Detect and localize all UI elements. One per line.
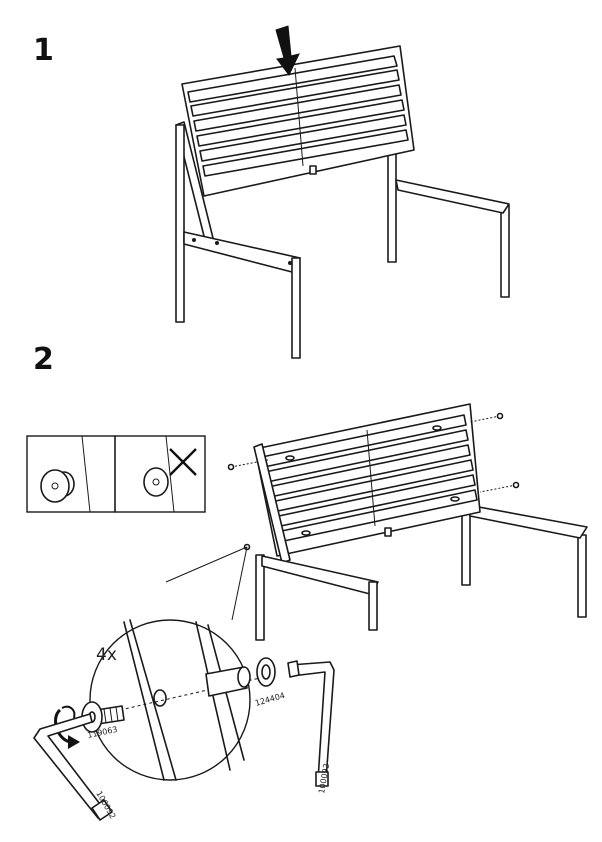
- step-1-bench: [175, 25, 510, 359]
- bolt-119063: [81, 701, 125, 733]
- quantity-label: 4x: [96, 645, 117, 665]
- bolt-correct-view: [40, 469, 75, 503]
- back-leg-right-far: [577, 534, 587, 618]
- sleeve-124404: [205, 657, 276, 697]
- allen-key-left: [33, 713, 113, 821]
- frame-left: [253, 443, 379, 641]
- frame-left: [175, 121, 301, 359]
- backrest-panel: [181, 45, 415, 197]
- armrest-right: [395, 179, 510, 214]
- allen-key-right: [287, 660, 335, 787]
- bolt-wrong-view: [143, 467, 169, 497]
- orientation-check-inset: [26, 435, 206, 513]
- step-1-number: 1: [33, 33, 54, 68]
- back-leg-right: [461, 509, 471, 586]
- detail-magnifier: [89, 546, 276, 781]
- backrest-panel: [254, 403, 481, 557]
- down-arrow-icon: [275, 25, 300, 76]
- cross-icon: [169, 448, 197, 476]
- back-leg-right-far: [500, 204, 510, 298]
- back-leg-right: [387, 149, 397, 263]
- part-number-sleeve: 124404: [254, 691, 286, 708]
- step-2-number: 2: [33, 342, 54, 377]
- step-2-bench: [227, 403, 588, 641]
